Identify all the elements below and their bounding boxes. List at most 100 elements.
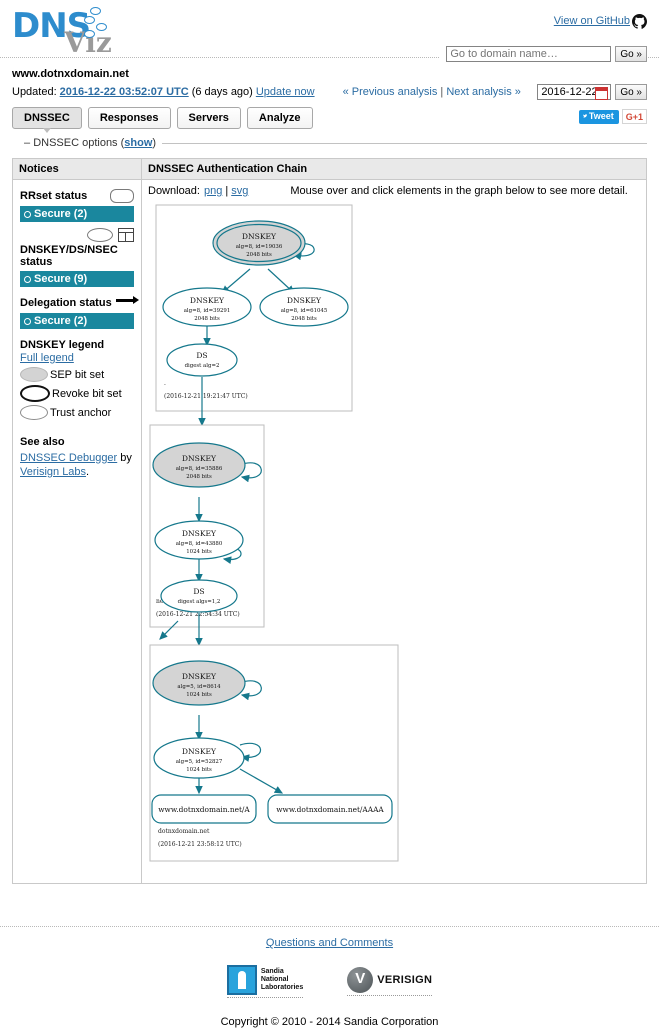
logo-bubble-icon xyxy=(84,16,95,24)
node-dnskey-52827[interactable] xyxy=(153,737,245,779)
github-icon[interactable] xyxy=(632,14,647,32)
node-dnskey-52827-line3: 1024 bits xyxy=(186,767,212,773)
dnskey-legend-title: DNSKEY legend xyxy=(20,339,105,351)
node-ds-root[interactable] xyxy=(166,343,238,377)
node-dnskey-19036-line2: alg=8, id=19036 xyxy=(236,244,283,250)
dnssec-options-show-link[interactable]: show xyxy=(124,137,153,149)
dnssec-options-text-end: ) xyxy=(152,137,157,149)
footer-divider xyxy=(0,926,659,927)
edge-net-delegation xyxy=(159,620,179,640)
node-ds-root-line2: digest alg=2 xyxy=(185,363,220,369)
dnskey-shape-icons xyxy=(20,228,134,242)
download-separator: | xyxy=(225,185,229,197)
google-plus-button[interactable]: G+1 xyxy=(621,109,647,124)
header-divider xyxy=(0,57,659,58)
legend-label-sep: SEP bit set xyxy=(50,368,105,381)
node-dnskey-61045-line2: alg=8, id=61045 xyxy=(281,308,328,314)
node-dnskey-39291[interactable] xyxy=(162,287,252,327)
edge-net-self-sign xyxy=(239,462,262,483)
cluster-net-name: net xyxy=(156,598,166,605)
tweet-button[interactable]: Tweet xyxy=(578,109,619,124)
analysis-nav-separator: | xyxy=(440,86,444,98)
full-legend-link[interactable]: Full legend xyxy=(20,352,74,364)
calendar-icon[interactable] xyxy=(595,87,609,100)
node-rrset-aaaa[interactable] xyxy=(267,794,393,824)
node-dnskey-61045-line3: 2048 bits xyxy=(291,316,317,322)
next-analysis-link[interactable]: Next analysis » xyxy=(446,86,521,98)
node-dnskey-35886-line1: DNSKEY xyxy=(182,454,217,463)
analysis-date-go-button[interactable]: Go » xyxy=(615,84,647,100)
main-tabs: DNSSEC Responses Servers Analyze Tweet G… xyxy=(0,101,659,133)
rrset-status-badge[interactable]: Secure (2) xyxy=(20,206,134,222)
node-dnskey-19036-line1: DNSKEY xyxy=(242,232,277,241)
dnssec-options-label: – DNSSEC options (show) xyxy=(24,137,156,149)
legend-item-anchor: Trust anchor xyxy=(20,405,134,420)
dnskey-status-badge[interactable]: Secure (9) xyxy=(20,271,134,287)
options-rule xyxy=(162,142,647,144)
secure-dot-icon xyxy=(24,210,31,218)
updated-line: Updated: 2016-12-22 03:52:07 UTC (6 days… xyxy=(12,83,647,101)
node-dnskey-35886[interactable] xyxy=(152,442,246,488)
notices-header: Notices xyxy=(13,159,141,180)
updated-ago: (6 days ago) xyxy=(191,86,253,98)
analysis-date-input[interactable]: 2016-12-22 xyxy=(537,84,612,100)
node-rrset-aaaa-label: www.dotnxdomain.net/AAAA xyxy=(276,805,384,814)
nsec-shape-icon xyxy=(118,228,134,242)
domain-search-input[interactable] xyxy=(446,46,612,62)
verisign-logo[interactable]: VERISIGN xyxy=(347,967,433,996)
download-svg-link[interactable]: svg xyxy=(231,185,249,197)
domain-search-go-button[interactable]: Go » xyxy=(615,46,647,62)
verisign-labs-link[interactable]: Verisign Labs xyxy=(20,466,87,478)
tab-responses[interactable]: Responses xyxy=(87,107,171,129)
delegation-status-badge[interactable]: Secure (2) xyxy=(20,313,134,329)
node-dnskey-52827-line2: alg=5, id=52827 xyxy=(176,759,223,765)
graph-toolbar: Download: png | svg Mouse over and click… xyxy=(142,180,646,199)
node-rrset-a[interactable] xyxy=(151,794,257,824)
tab-dnssec[interactable]: DNSSEC xyxy=(12,107,82,133)
node-dnskey-19036[interactable] xyxy=(212,220,306,266)
questions-wrap: Questions and Comments xyxy=(0,937,659,949)
node-dnskey-61045[interactable] xyxy=(259,287,349,327)
download-label: Download: xyxy=(148,185,200,197)
sandia-text: Sandia National Laboratories xyxy=(261,968,303,992)
sandia-logo[interactable]: Sandia National Laboratories xyxy=(226,965,304,998)
download-png-link[interactable]: png xyxy=(203,185,223,197)
legend-item-sep: SEP bit set xyxy=(20,367,134,382)
graph-header: DNSSEC Authentication Chain xyxy=(142,159,646,180)
cluster-dotnxdomain-label: dotnxdomain.net xyxy=(158,828,210,835)
dnskey-status-title: DNSKEY/DS/NSEC status xyxy=(20,244,134,268)
analysis-meta: www.dotnxdomain.net Updated: 2016-12-22 … xyxy=(0,62,659,101)
dnssec-debugger-link[interactable]: DNSSEC Debugger xyxy=(20,452,118,464)
secure-dot-icon xyxy=(24,275,31,283)
collapse-dash-icon: – xyxy=(24,137,31,149)
site-footer: Questions and Comments Sandia National L… xyxy=(0,926,659,1028)
sandia-icon xyxy=(226,965,257,995)
graph-canvas[interactable]: . (2016-12-21 19:21:47 UTC) DNSKEY alg=8… xyxy=(142,199,646,871)
node-dnskey-8614[interactable] xyxy=(152,660,246,706)
questions-and-comments-link[interactable]: Questions and Comments xyxy=(265,937,394,949)
dnssec-chain-svg[interactable]: . (2016-12-21 19:21:47 UTC) DNSKEY alg=8… xyxy=(142,199,608,871)
dnssec-options-text: DNSSEC options ( xyxy=(33,137,125,149)
node-ds-root-line1: DS xyxy=(196,351,207,360)
sandia-line1: Sandia xyxy=(260,968,284,975)
dnsviz-logo[interactable]: DNS Viz xyxy=(12,4,142,59)
social-buttons: Tweet G+1 xyxy=(578,109,647,124)
see-also-title: See also xyxy=(20,436,65,448)
tab-analyze[interactable]: Analyze xyxy=(246,107,313,129)
previous-analysis-link[interactable]: « Previous analysis xyxy=(342,86,438,98)
node-dnskey-39291-line2: alg=8, id=39291 xyxy=(184,308,231,314)
node-dnskey-39291-line3: 2048 bits xyxy=(194,316,220,322)
sponsor-logos: Sandia National Laboratories VERISIGN xyxy=(0,965,659,998)
cluster-dotnxdomain-timestamp: (2016-12-21 23:58:12 UTC) xyxy=(158,841,242,848)
ellipse-shape-icon xyxy=(87,228,113,242)
edge-child-zsk-self-sign xyxy=(239,742,262,762)
updated-date-link[interactable]: 2016-12-22 03:52:07 UTC xyxy=(59,86,189,98)
node-rrset-a-label: www.dotnxdomain.net/A xyxy=(158,805,250,814)
tab-servers[interactable]: Servers xyxy=(176,107,241,129)
view-on-github-link[interactable]: View on GitHub xyxy=(553,15,630,27)
update-now-link[interactable]: Update now xyxy=(255,86,315,98)
node-dnskey-43880[interactable] xyxy=(154,520,244,560)
trust-anchor-icon xyxy=(20,405,48,420)
node-ds-net[interactable] xyxy=(160,579,238,613)
logo-bubble-icon xyxy=(96,23,107,31)
